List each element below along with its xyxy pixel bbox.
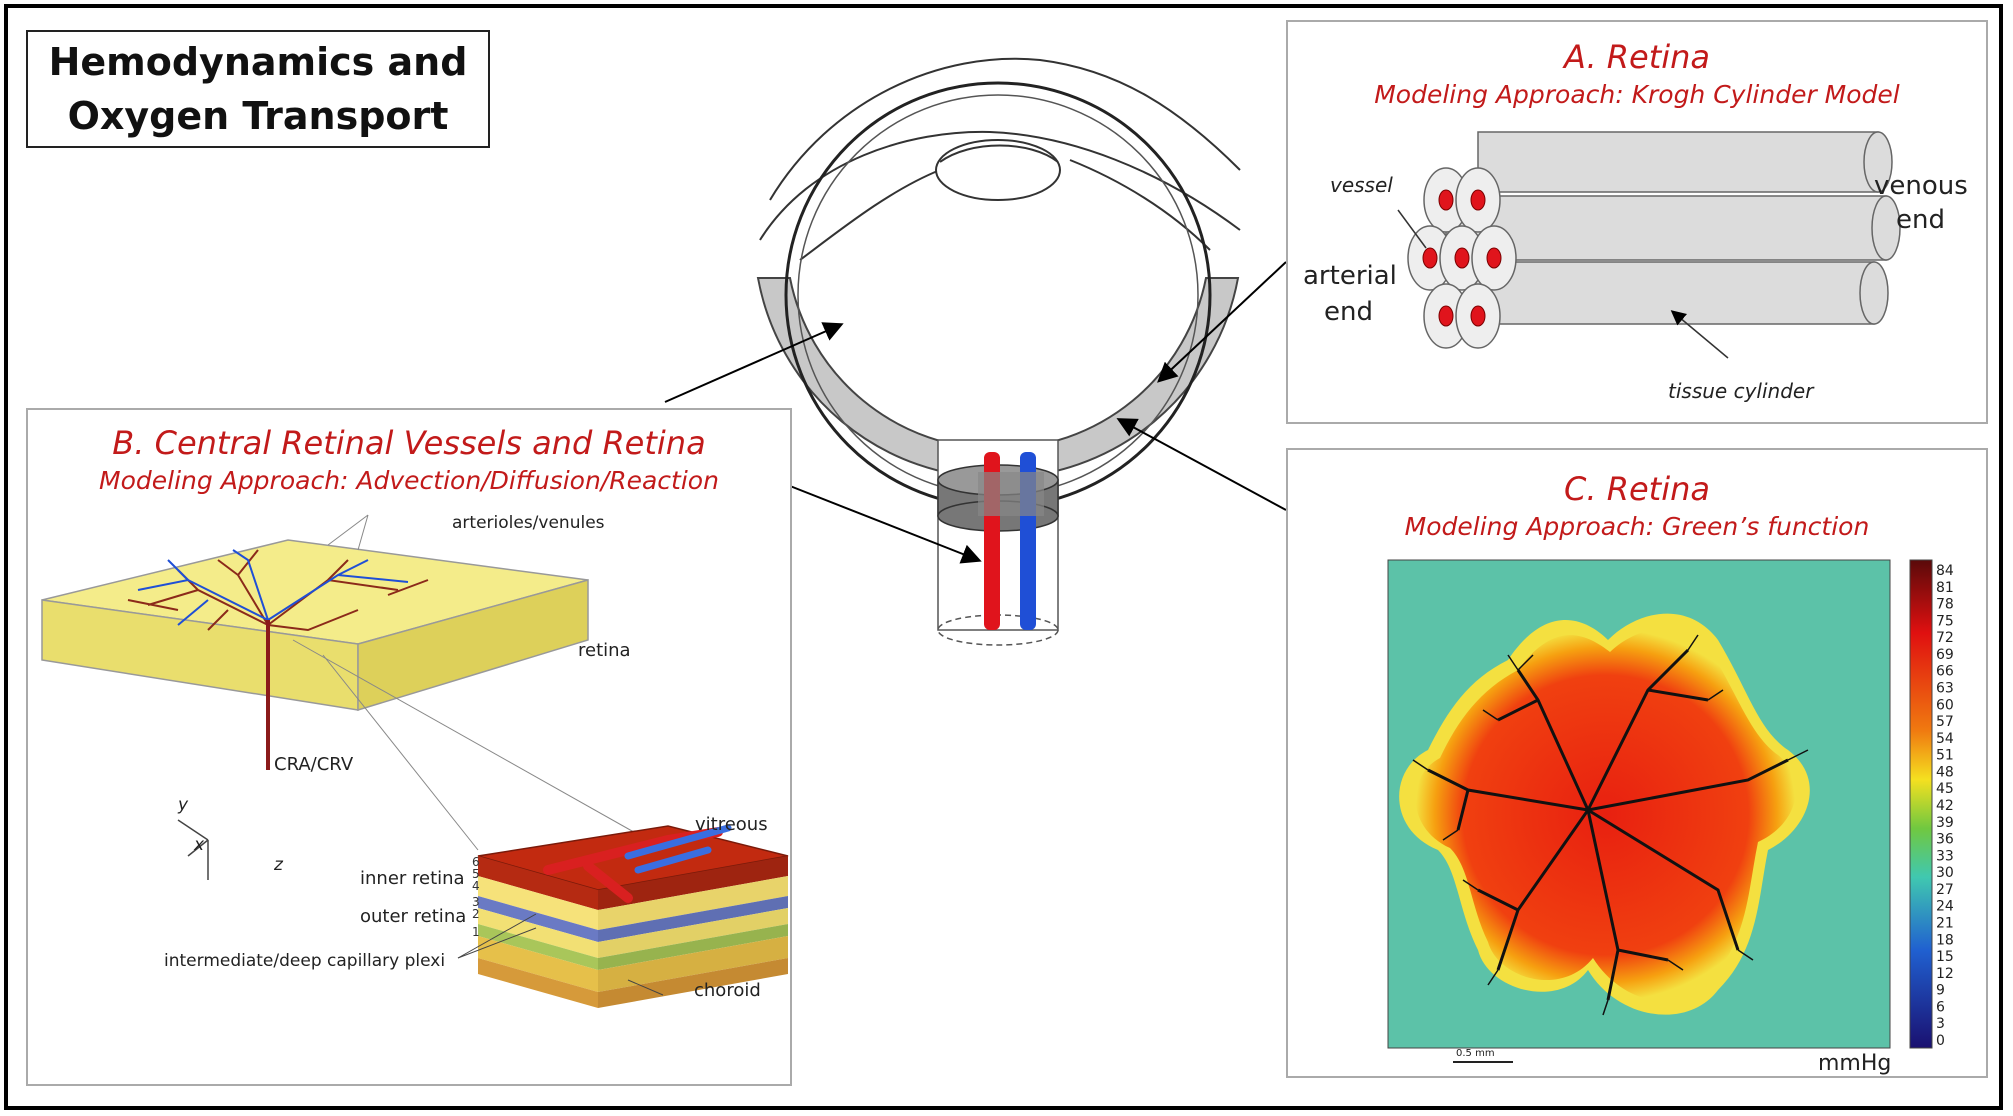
arrow-b-to-nerve — [789, 485, 982, 564]
colorbar-tick: 84 — [1936, 563, 1954, 579]
layer-num-6: 6 — [472, 855, 480, 869]
vessel-network-overlay — [1427, 648, 1789, 1001]
label-vessel: vessel — [1330, 173, 1393, 197]
colorbar-tick: 54 — [1936, 731, 1954, 747]
layer-num-2: 2 — [472, 907, 480, 921]
colorbar-tick: 60 — [1936, 697, 1954, 713]
colorbar-tick: 3 — [1936, 1016, 1945, 1032]
lens — [935, 139, 1061, 201]
label-vitreous: vitreous — [695, 814, 768, 835]
colorbar — [1909, 559, 1933, 1049]
colorbar-tick: 57 — [1936, 714, 1954, 730]
colorbar-tick: 15 — [1936, 949, 1954, 965]
colorbar-tick: 75 — [1936, 613, 1954, 629]
layer-num-4: 4 — [472, 879, 480, 893]
panel-b: B. Central Retinal Vessels and Retina Mo… — [26, 408, 792, 1086]
colorbar-tick: 0 — [1936, 1033, 1945, 1049]
axis-y-label: y — [177, 795, 189, 815]
label-arterial: arterial — [1303, 261, 1397, 291]
arrow-c-to-retina — [1116, 418, 1287, 511]
vessel-lumens — [1422, 189, 1502, 327]
panel-a-approach: Modeling Approach: Krogh Cylinder Model — [1374, 80, 1900, 109]
eye-diagram — [756, 57, 1241, 646]
axis-x-label: x — [193, 835, 205, 855]
colorbar-tick: 78 — [1936, 597, 1954, 613]
panel-c-title: C. Retina — [1564, 470, 1710, 508]
colorbar-tick: 12 — [1936, 966, 1954, 982]
colorbar-tick: 42 — [1936, 798, 1954, 814]
layer-num-1: 1 — [472, 925, 480, 939]
retina-slab-diagram: arterioles/venules retina CRA/CRV y x z — [41, 513, 789, 1008]
figure-title-line1: Hemodynamics and — [48, 40, 468, 84]
arrow-a-to-retina — [1157, 261, 1287, 383]
oxygen-heatmap: 0.5 mm 848178757269666360575451484542393… — [1387, 559, 1954, 1076]
colorbar-tick: 51 — [1936, 748, 1954, 764]
label-choroid: choroid — [694, 980, 761, 1001]
arrow-b-to-retina — [664, 322, 844, 403]
figure-title-line2: Oxygen Transport — [67, 94, 449, 138]
upper-lid-outline — [769, 57, 1241, 201]
layered-block-side — [478, 856, 788, 1008]
colorbar-tick: 39 — [1936, 815, 1954, 831]
label-arterioles-venules: arterioles/venules — [452, 513, 605, 533]
figure-title-box: Hemodynamics and Oxygen Transport — [26, 30, 490, 148]
colorbar-tick: 81 — [1936, 580, 1954, 596]
label-outer-retina: outer retina — [360, 906, 466, 927]
colorbar-tick: 24 — [1936, 899, 1954, 915]
colorbar-tick: 33 — [1936, 848, 1954, 864]
panel-a-title: A. Retina — [1563, 38, 1711, 76]
label-inner-retina: inner retina — [360, 868, 465, 889]
unit-label: mmHg — [1818, 1051, 1891, 1076]
colorbar-tick: 45 — [1936, 781, 1954, 797]
panel-b-approach: Modeling Approach: Advection/Diffusion/R… — [99, 466, 719, 495]
krogh-cylinder-diagram: vessel arterial end venous end tissue cy… — [1303, 131, 1968, 403]
layer-num-5: 5 — [472, 867, 480, 881]
axes-gizmo — [177, 819, 209, 880]
colorbar-tick: 66 — [1936, 664, 1954, 680]
panel-b-title: B. Central Retinal Vessels and Retina — [112, 424, 706, 462]
label-capillary-plexi: intermediate/deep capillary plexi — [164, 951, 445, 971]
colorbar-tick: 27 — [1936, 882, 1954, 898]
layer-num-3: 3 — [472, 895, 480, 909]
colorbar-tick: 36 — [1936, 832, 1954, 848]
colorbar-tick: 6 — [1936, 999, 1945, 1015]
label-tissue-cylinder: tissue cylinder — [1668, 379, 1815, 403]
label-retina: retina — [578, 640, 631, 661]
axis-z-label: z — [273, 855, 284, 875]
colorbar-tick: 21 — [1936, 916, 1954, 932]
label-venous-end: end — [1896, 205, 1945, 235]
panel-c-approach: Modeling Approach: Green’s function — [1404, 512, 1870, 541]
label-cra-crv: CRA/CRV — [274, 754, 354, 775]
scale-label: 0.5 mm — [1456, 1048, 1495, 1059]
outer-frame — [4, 4, 2003, 1110]
panel-c: C. Retina Modeling Approach: Green’s fun… — [1286, 448, 1988, 1078]
panel-a: A. Retina Modeling Approach: Krogh Cylin… — [1286, 20, 1988, 424]
block-vessels — [543, 824, 732, 903]
colorbar-tick: 30 — [1936, 865, 1954, 881]
colorbar-tick: 69 — [1936, 647, 1954, 663]
colorbar-tick: 9 — [1936, 983, 1945, 999]
colorbar-tick: 72 — [1936, 630, 1954, 646]
label-venous: venous — [1874, 171, 1968, 201]
label-arterial-end: end — [1324, 297, 1373, 327]
oxygen-field-inner — [1415, 628, 1796, 1002]
colorbar-tick: 18 — [1936, 932, 1954, 948]
colorbar-tick: 48 — [1936, 764, 1954, 780]
colorbar-tick: 63 — [1936, 681, 1954, 697]
